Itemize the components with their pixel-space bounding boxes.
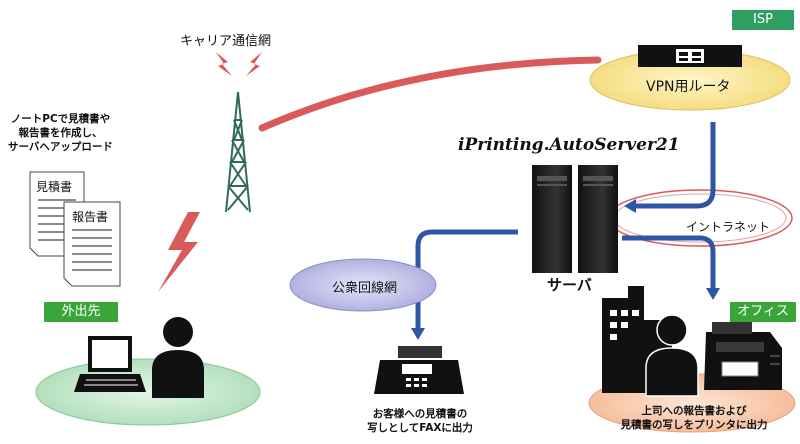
- printer-note-line-1: 上司への報告書および: [641, 405, 747, 417]
- outside-tag: 外出先: [61, 304, 101, 319]
- document-estimate-title: 見積書: [36, 180, 73, 194]
- product-name: iPrinting.AutoServer21: [458, 135, 680, 155]
- public-network-ellipse: [289, 258, 437, 312]
- isp-tag-bg: [732, 10, 794, 30]
- document-report-title: 報告書: [72, 210, 109, 224]
- laptop-note: ノートPCで見積書や 報告書を作成し、 サーバへアップロード: [8, 112, 113, 154]
- carrier-network-label: キャリア通信網: [180, 34, 272, 49]
- server-label: サーバ: [547, 276, 592, 294]
- printer-note-line-2: 見積書の写しをプリンタに出力: [620, 419, 768, 431]
- vpn-router-icon: [638, 45, 742, 67]
- person-office-icon: [645, 314, 699, 397]
- office-tag-bg: [730, 302, 796, 322]
- printer-arrow-icon: [706, 288, 720, 300]
- fax-note: お客様への見積書の 写しとしてFAXに出力: [360, 407, 480, 435]
- fax-arrow-icon: [411, 328, 425, 340]
- laptop-icon: [74, 336, 146, 392]
- fax-note-line-1: お客様への見積書の: [372, 408, 468, 420]
- router-to-server-link: [632, 122, 716, 209]
- laptop-note-line-2: 報告書を作成し、: [18, 127, 103, 139]
- printer-icon: [704, 322, 782, 390]
- public-network-label: 公衆回線網: [332, 281, 398, 296]
- lightning-icon: [158, 212, 200, 292]
- intranet-label: イントラネット: [686, 220, 771, 234]
- person-outside-icon: [152, 317, 204, 398]
- carrier-link: [258, 56, 602, 132]
- fax-icon: [374, 346, 464, 394]
- fax-note-line-2: 写しとしてFAXに出力: [367, 422, 473, 434]
- vpn-router-label: VPN用ルータ: [646, 79, 731, 95]
- isp-tag: ISP: [753, 12, 773, 27]
- laptop-note-line-3: サーバへアップロード: [8, 141, 113, 153]
- antenna-tower-icon: [225, 91, 251, 213]
- document-report-icon: [63, 201, 121, 287]
- outside-tag-bg: [44, 302, 118, 322]
- server-icon: [532, 165, 618, 273]
- router-arrow-icon: [624, 199, 636, 213]
- printer-note: 上司への報告書および 見積書の写しをプリンタに出力: [606, 404, 782, 432]
- laptop-note-line-1: ノートPCで見積書や: [10, 113, 111, 125]
- server-to-fax-link: [415, 229, 518, 330]
- signal-icon: [216, 52, 262, 76]
- server-to-printer-link: [622, 235, 716, 290]
- outside-ellipse: [35, 358, 261, 426]
- office-tag: オフィス: [737, 304, 789, 319]
